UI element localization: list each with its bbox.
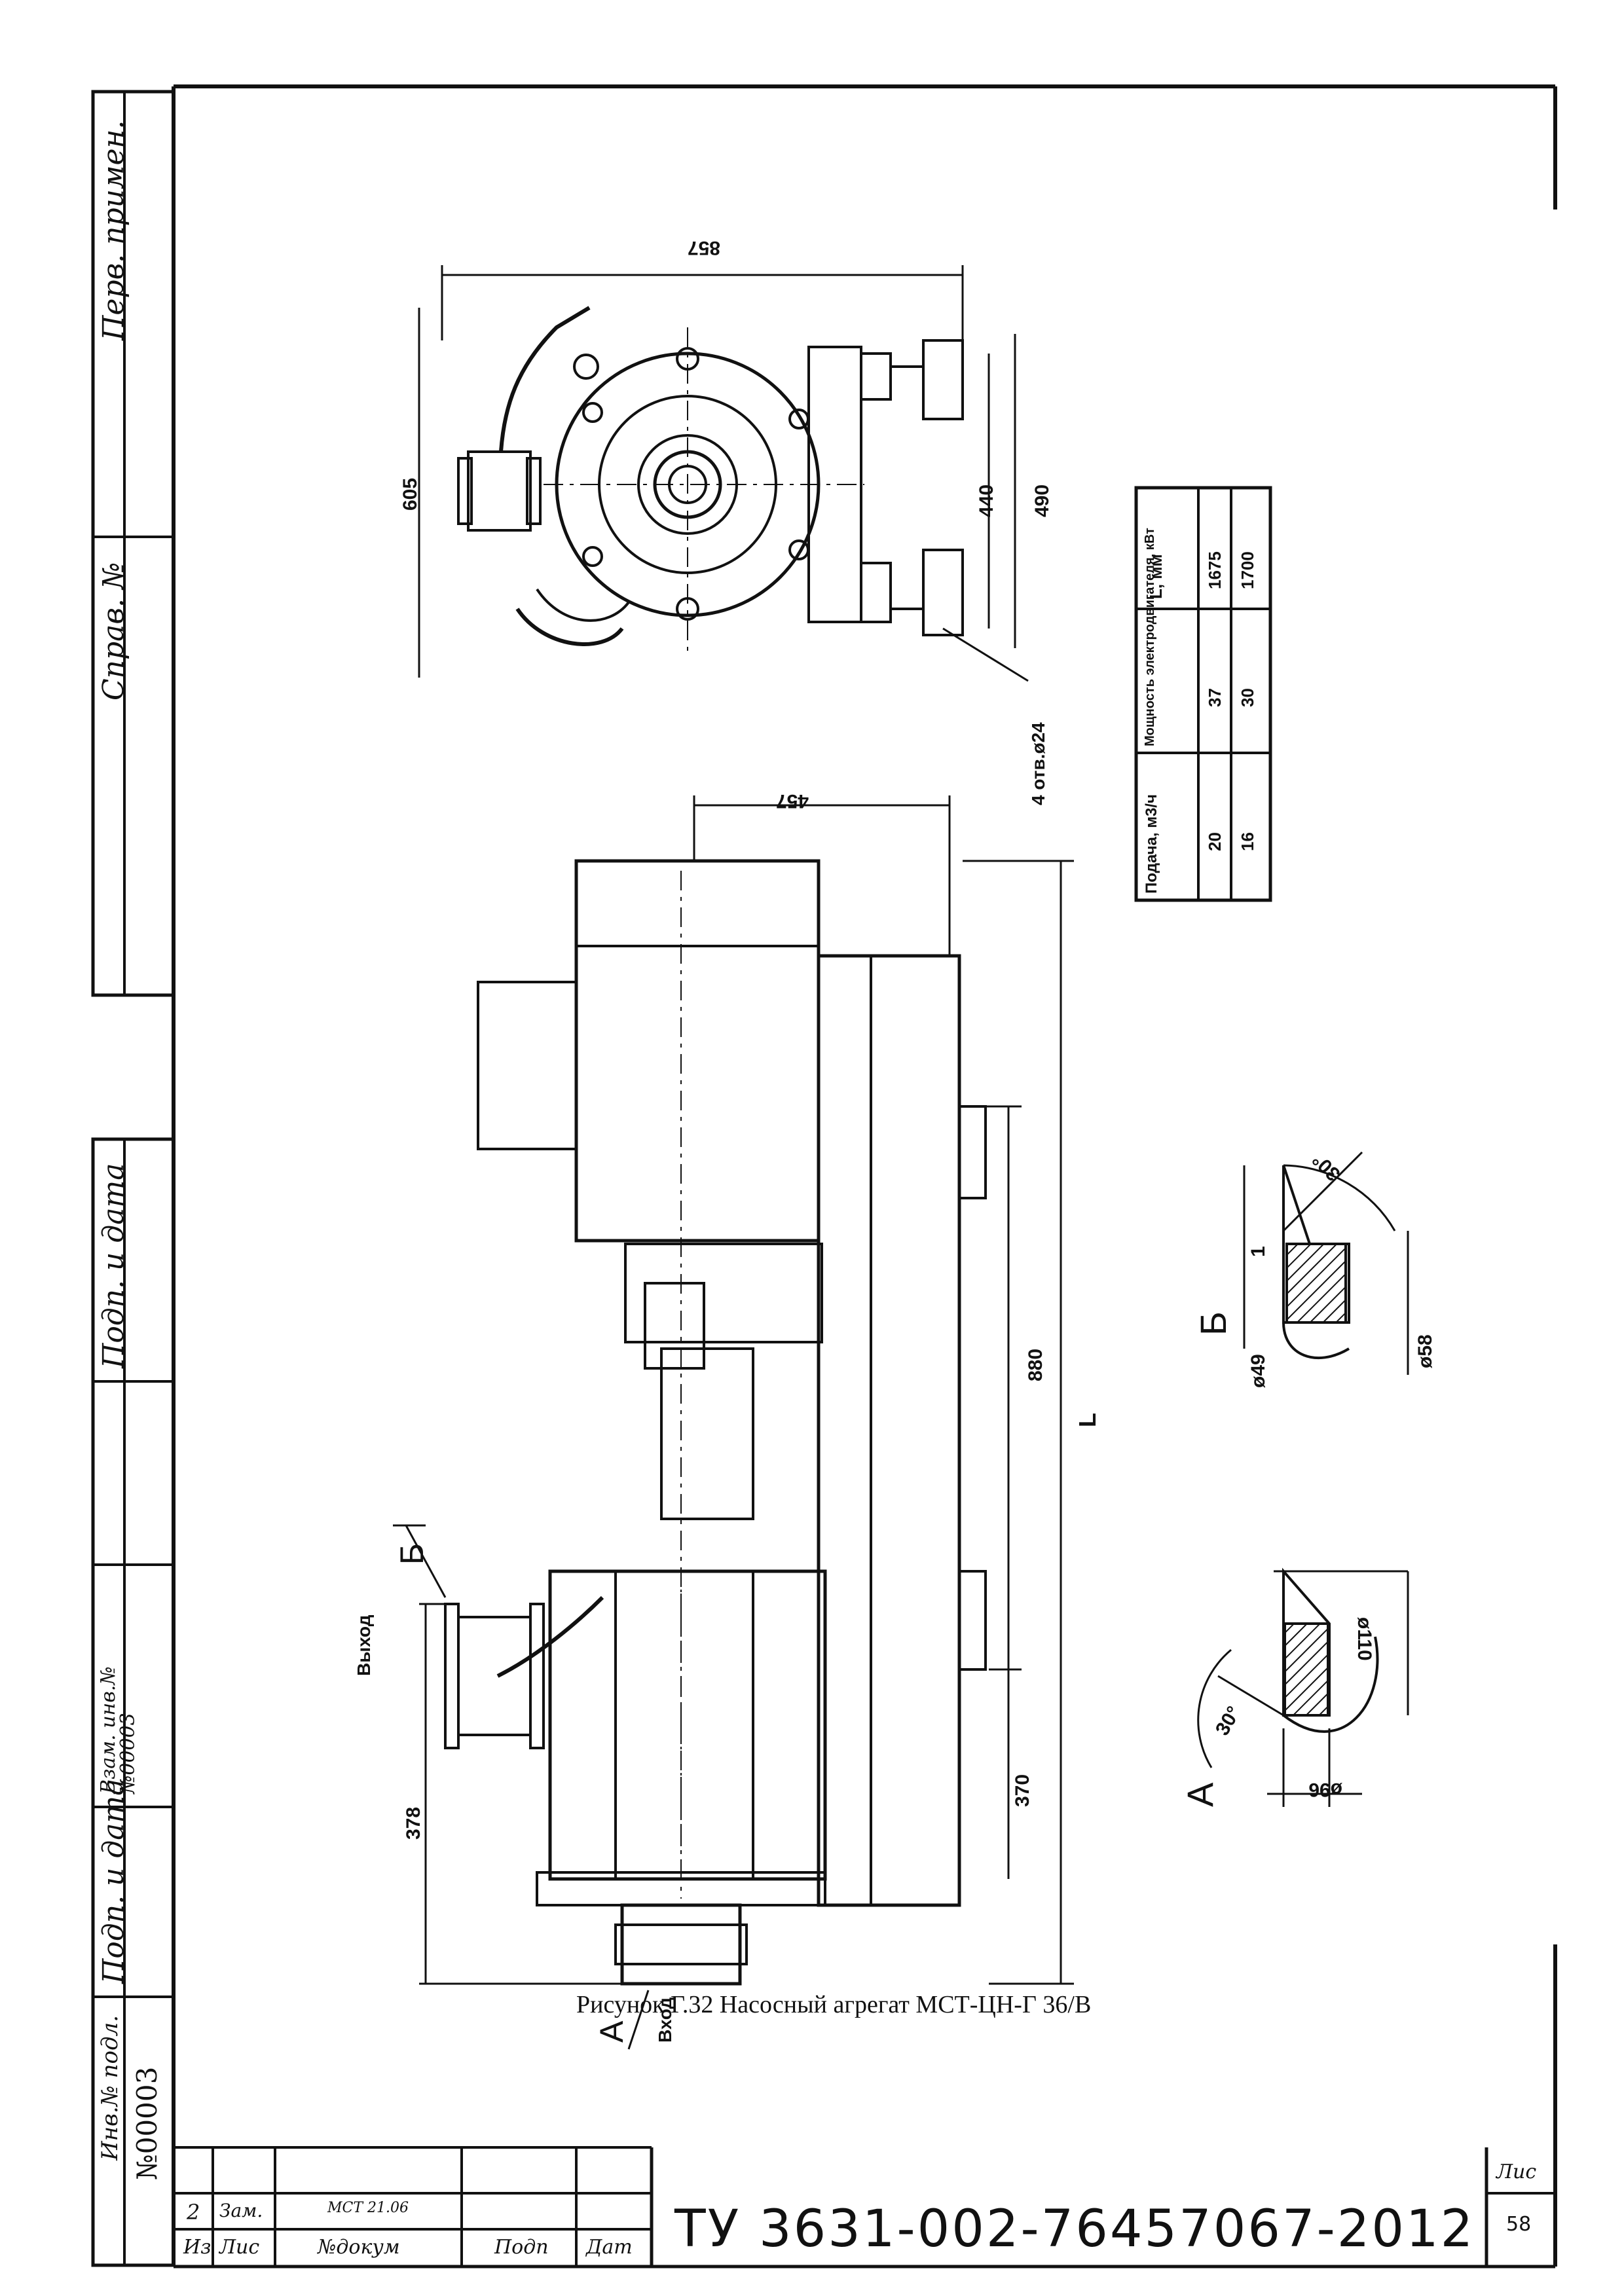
stamp-sprav-no: Справ. № xyxy=(97,562,130,701)
label-vyhod: Выход xyxy=(354,1614,374,1676)
detail-a-label: А xyxy=(1179,1782,1221,1807)
dim-857: 857 xyxy=(687,237,720,259)
spec-header-L: L, мм xyxy=(1146,554,1166,599)
spec-row2-moshchnost: 30 xyxy=(1238,688,1257,707)
detail-b-d2: ø58 xyxy=(1414,1334,1436,1368)
figure-caption: Рисунок Г.32 Насосный агрегат МСТ-ЦН-Г 3… xyxy=(576,1991,1092,2018)
detail-b-d1: ø49 xyxy=(1247,1354,1269,1388)
col-podp: Подп xyxy=(494,2236,549,2259)
col-dat: Дат xyxy=(586,2236,633,2259)
rev-number: 2 xyxy=(187,2200,200,2225)
detail-b-label: Б xyxy=(1192,1311,1234,1336)
label-B: Б xyxy=(394,1543,430,1565)
spec-row1-L: 1675 xyxy=(1205,551,1225,589)
spec-row1-podacha: 20 xyxy=(1205,832,1225,851)
detail-a-d1: ø110 xyxy=(1354,1617,1375,1661)
spec-row2-podacha: 16 xyxy=(1238,832,1257,851)
holes-label: 4 отв.ø24 xyxy=(1028,722,1048,805)
spec-row2-L: 1700 xyxy=(1238,551,1257,589)
stamp-podp-data-top: Подп. и дата xyxy=(97,1163,130,1368)
dim-378: 378 xyxy=(403,1806,424,1840)
spec-header-podacha: Подача, м3/ч xyxy=(1143,794,1160,894)
detail-b-thickness: 1 xyxy=(1247,1246,1269,1257)
dim-457: 457 xyxy=(775,790,809,812)
dim-440: 440 xyxy=(976,484,997,517)
dim-370: 370 xyxy=(1012,1774,1033,1807)
dim-880: 880 xyxy=(1025,1348,1046,1381)
rev-document: МСТ 21.06 xyxy=(327,2200,409,2216)
dim-490: 490 xyxy=(1031,484,1053,517)
dim-605: 605 xyxy=(399,477,421,511)
stamp-perv-primen: Перв. примен. xyxy=(97,120,130,341)
detail-a-d2: ø96 xyxy=(1308,1779,1342,1800)
dim-L: L xyxy=(1074,1413,1101,1427)
col-doc: №докум xyxy=(318,2236,400,2259)
stamp-inv-podl-value: №00003 xyxy=(131,2066,163,2180)
stamp-inv-podl: Инв.№ подл. xyxy=(97,2015,123,2160)
rev-type: Зам. xyxy=(219,2200,263,2221)
sheet-label: Лис xyxy=(1496,2160,1537,2183)
spec-row1-moshchnost: 37 xyxy=(1205,688,1225,707)
stamp-podp-data-bottom: Подп. и дата xyxy=(97,1778,130,1984)
sheet-number: 58 xyxy=(1506,2213,1532,2236)
document-number: ТУ 3631-002-76457067-2012 xyxy=(674,2200,1475,2259)
label-A: А xyxy=(593,2020,630,2043)
col-iz: Из xyxy=(183,2236,212,2259)
col-lis: Лис xyxy=(219,2236,260,2259)
